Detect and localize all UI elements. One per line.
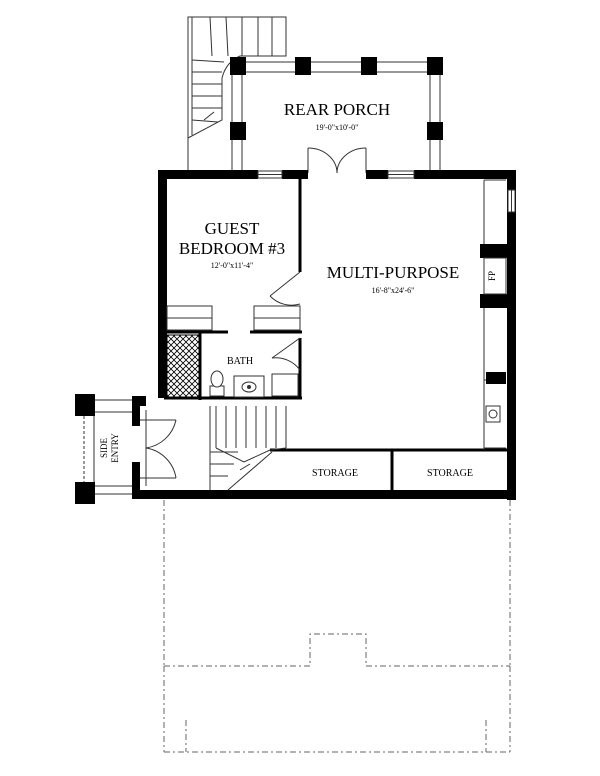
rear-porch bbox=[230, 57, 443, 172]
multi-purpose-dimension: 16'-8"x24'-6" bbox=[372, 286, 415, 295]
storage-right-label: STORAGE bbox=[427, 468, 473, 479]
bedroom-door bbox=[269, 271, 301, 306]
porch-column bbox=[427, 122, 443, 140]
linen-closet bbox=[271, 373, 299, 397]
bath-label: BATH bbox=[227, 356, 253, 367]
porch-column bbox=[230, 122, 246, 140]
porch-french-doors bbox=[307, 147, 367, 174]
fireplace-label: FP bbox=[487, 271, 497, 281]
bath-sink bbox=[233, 375, 265, 398]
side-entry-doors bbox=[140, 410, 177, 486]
side-entry-label-line2: ENTRY bbox=[110, 433, 120, 463]
closet bbox=[166, 305, 301, 331]
entry-column bbox=[75, 482, 95, 504]
guest-bedroom-label-line2: BEDROOM #3 bbox=[179, 239, 285, 258]
entry-column bbox=[75, 394, 95, 416]
porch-column bbox=[427, 57, 443, 75]
multi-purpose-label: MULTI-PURPOSE bbox=[327, 263, 460, 282]
window bbox=[507, 189, 516, 213]
rear-porch-label: REAR PORCH bbox=[284, 100, 390, 119]
rear-porch-dimension: 19'-0"x10'-0" bbox=[316, 123, 359, 132]
toilet bbox=[209, 370, 225, 397]
rear-stair bbox=[187, 16, 287, 139]
interior-stair bbox=[209, 406, 287, 491]
porch-column bbox=[295, 57, 311, 75]
window bbox=[257, 170, 283, 179]
side-entry-label-line1: SIDE bbox=[99, 437, 109, 458]
side-entry bbox=[75, 394, 132, 504]
storage-left-label: STORAGE bbox=[312, 468, 358, 479]
fireplace bbox=[480, 244, 508, 384]
bath-door bbox=[271, 337, 301, 371]
interior-walls bbox=[164, 178, 508, 492]
window bbox=[387, 170, 415, 179]
exterior-walls bbox=[132, 170, 516, 500]
guest-bedroom-dimension: 12'-0"x11'-4" bbox=[211, 261, 253, 270]
guest-bedroom-label-line1: GUEST bbox=[205, 219, 260, 238]
porch-column bbox=[361, 57, 377, 75]
porch-column bbox=[230, 57, 246, 75]
shower bbox=[166, 334, 200, 398]
foundation-outline bbox=[163, 500, 511, 753]
kitchen-counter bbox=[483, 179, 506, 450]
